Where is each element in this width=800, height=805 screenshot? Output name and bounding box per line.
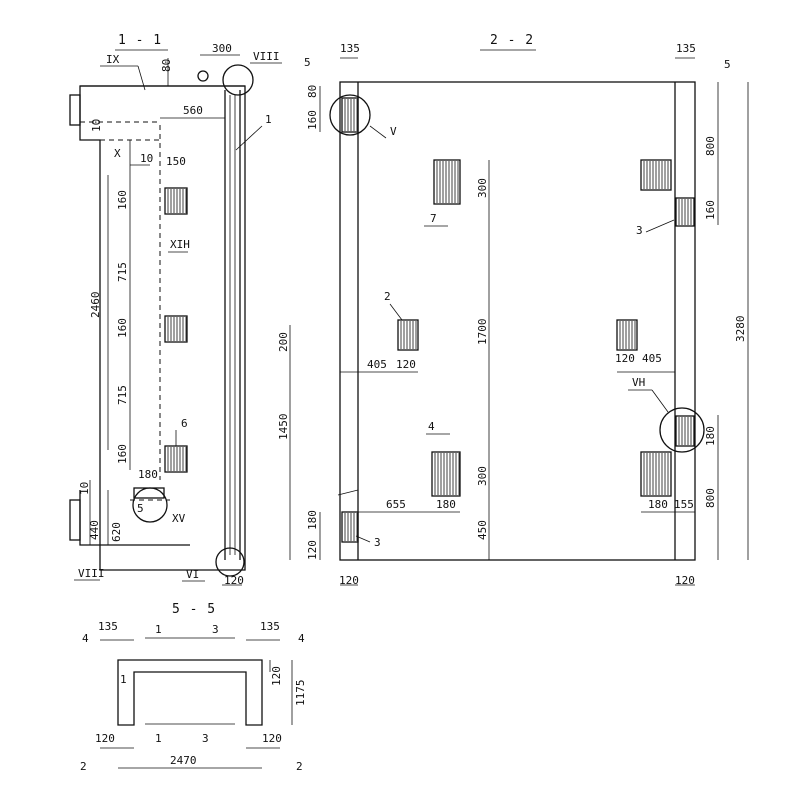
dim-label: 715 [116,262,129,282]
section-mark: 5 [724,58,731,71]
dim-label: 10 [140,152,153,165]
callout-mark: VH [632,376,645,389]
dim-label: 160 [704,200,717,220]
dim-label: 1175 [294,680,307,707]
dim-label: 180 [306,510,319,530]
dim-label: 135 [260,620,280,633]
ref-number: 1 [120,673,127,686]
ref-number: 5 [137,502,144,515]
dim-label: 80 [306,85,319,98]
dim-label: 300 [212,42,232,55]
dim-label: 800 [704,136,717,156]
dim-label: 160 [116,190,129,210]
section-mark: 4 [298,632,305,645]
dim-label: 200 [277,332,290,352]
dim-label: 3280 [734,316,747,343]
dim-label: 1700 [476,319,489,346]
section-mark: 4 [82,632,89,645]
callout-mark: IX [106,53,120,66]
dim-label: 120 [262,732,282,745]
dim-label: 440 [88,520,101,540]
dim-label: 120 [224,574,244,587]
callout-mark: XIH [170,238,190,251]
ref-number: 3 [636,224,643,237]
dim-label: 155 [674,498,694,511]
section-mark: 2 [80,760,87,773]
ref-number: 2 [384,290,391,303]
callout-mark: XV [172,512,186,525]
ref-number: 3 [212,623,219,636]
dim-label: 800 [704,488,717,508]
callout-mark: VIII [78,567,105,580]
dim-label: 450 [476,520,489,540]
ref-number: 1 [265,113,272,126]
dim-label: 405 [367,358,387,371]
dim-label: 135 [676,42,696,55]
dim-label: 2460 [89,292,102,319]
dim-label: 10 [90,119,103,132]
view-2-2: 2 - 2 13 [277,33,749,587]
dim-label: 120 [270,666,283,686]
dim-label: 135 [340,42,360,55]
callout-mark: V [390,125,397,138]
ref-number: 1 [155,732,162,745]
dim-label: 180 [648,498,668,511]
dim-label: 405 [642,352,662,365]
dim-label: 620 [110,522,123,542]
dim-label: 80 [160,59,173,72]
dim-label: 120 [396,358,416,371]
view-title-2-2: 2 - 2 [490,33,534,48]
dim-label: 150 [166,155,186,168]
view-title-5-5: 5 - 5 [172,602,216,617]
ref-number: 1 [155,623,162,636]
dim-label: 180 [138,468,158,481]
dim-label: 120 [95,732,115,745]
dim-label: 160 [306,110,319,130]
callout-mark: VIII [253,50,280,63]
callout-mark: X [114,147,121,160]
insert-hatching [167,99,692,541]
dim-label: 2470 [170,754,197,767]
section-mark: 2 [296,760,303,773]
dim-label: 180 [436,498,456,511]
dim-label: 300 [476,178,489,198]
dim-label: 120 [306,540,319,560]
callout-mark: VI [186,568,199,581]
section-mark: 5 [304,56,311,69]
dim-label: 715 [116,385,129,405]
ref-number: 6 [181,417,188,430]
dim-label: 10 [78,482,91,495]
dim-label: 120 [615,352,635,365]
view-1-1: 1 - 1 [69,33,282,587]
view-5-5: 5 - 5 135 135 120 1175 120 120 2470 1 3 … [80,602,307,773]
dim-label: 180 [704,426,717,446]
dim-label: 120 [675,574,695,587]
dim-label: 560 [183,104,203,117]
dim-label: 120 [339,574,359,587]
ref-number: 3 [202,732,209,745]
view-title-1-1: 1 - 1 [118,33,162,48]
dim-label: 135 [98,620,118,633]
dim-label: 1450 [277,414,290,441]
dim-label: 655 [386,498,406,511]
ref-number: 7 [430,212,437,225]
dim-label: 160 [116,444,129,464]
ref-number: 4 [428,420,435,433]
ref-number: 3 [374,536,381,549]
dim-label: 300 [476,466,489,486]
dim-label: 160 [116,318,129,338]
